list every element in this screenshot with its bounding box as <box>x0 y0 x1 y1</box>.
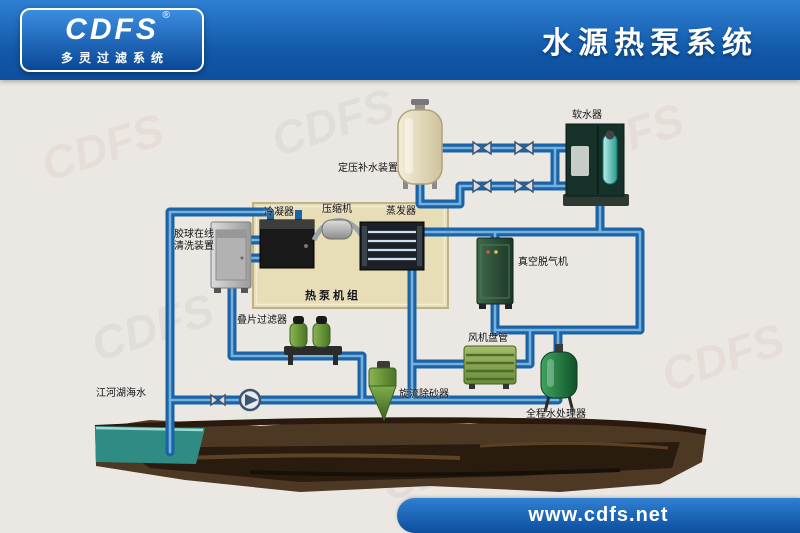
cyclone-sand-remover <box>368 361 397 422</box>
disc-filter <box>284 316 342 365</box>
ball-cleaning-device <box>210 221 252 293</box>
brand-logo: CDFS® 多灵过滤系统 <box>20 8 204 72</box>
header-bar: CDFS® 多灵过滤系统 水源热泵系统 <box>0 0 800 80</box>
website-url: www.cdfs.net <box>528 504 669 526</box>
water-softener <box>563 123 629 206</box>
logo-brand-text: CDFS® <box>65 9 173 46</box>
evaporator <box>359 221 425 271</box>
valve-icon <box>210 140 534 407</box>
condenser <box>259 210 315 269</box>
soil-cross-section <box>94 417 707 492</box>
fan-coil-unit <box>463 345 517 389</box>
pressure-tank <box>397 99 443 189</box>
page-title: 水源热泵系统 <box>542 27 758 60</box>
water-processor <box>540 344 578 413</box>
registered-mark: ® <box>162 9 173 21</box>
logo-subtitle: 多灵过滤系统 <box>60 50 169 65</box>
footer-bar: www.cdfs.net <box>397 498 800 533</box>
vacuum-degasser <box>476 237 514 309</box>
source-water-body <box>95 426 205 464</box>
pump-icon <box>238 388 262 412</box>
